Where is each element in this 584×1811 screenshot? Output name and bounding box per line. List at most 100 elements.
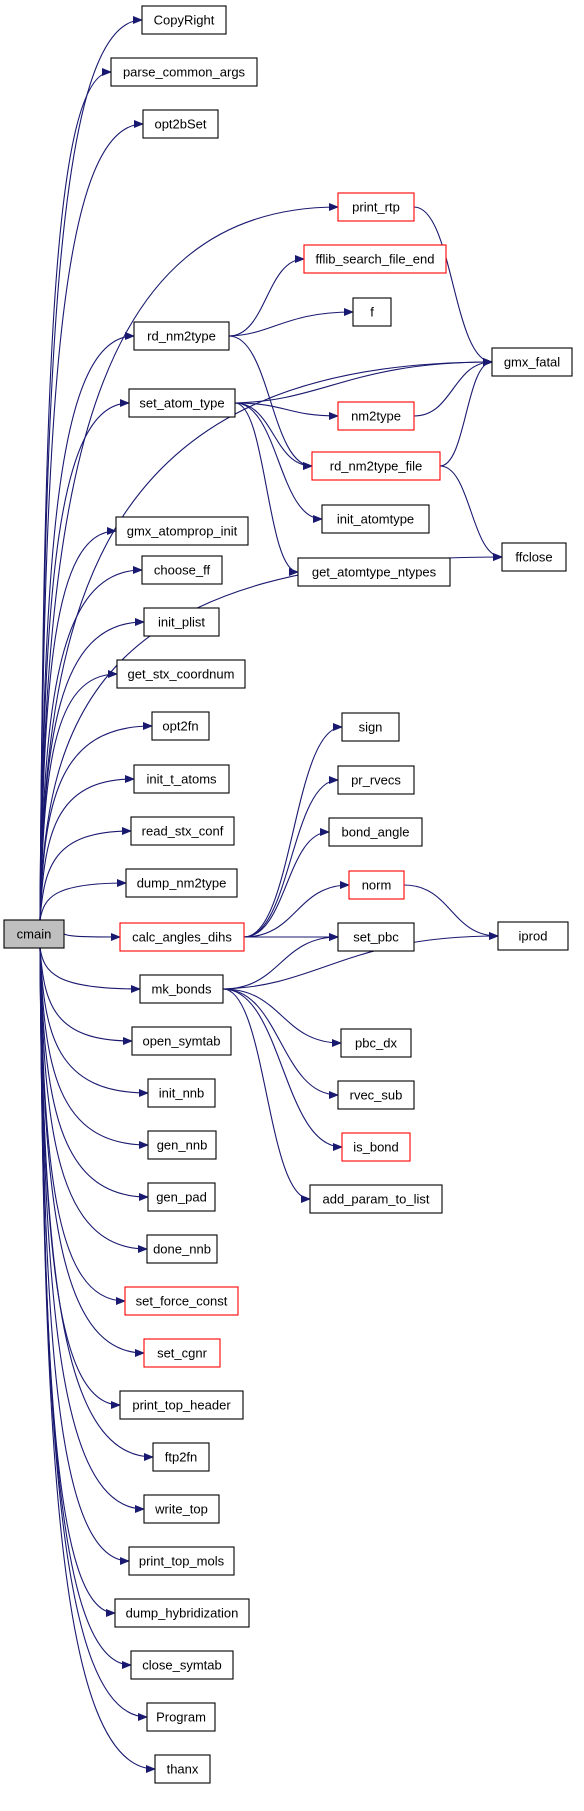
node-rvec-sub[interactable]: rvec_sub <box>337 1080 415 1110</box>
node-thanx[interactable]: thanx <box>154 1754 211 1784</box>
node-set-force-const[interactable]: set_force_const <box>124 1286 239 1316</box>
node-box-init-atomtype[interactable] <box>321 504 430 534</box>
node-pbc-dx[interactable]: pbc_dx <box>340 1028 412 1058</box>
node-box-bond-angle[interactable] <box>328 817 423 847</box>
node-gen-nnb[interactable]: gen_nnb <box>147 1130 217 1160</box>
node-nm2type[interactable]: nm2type <box>337 401 415 431</box>
node-box-mk-bonds[interactable] <box>139 974 224 1004</box>
node-pr-rvecs[interactable]: pr_rvecs <box>337 765 415 795</box>
node-mk-bonds[interactable]: mk_bonds <box>139 974 224 1004</box>
node-is-bond[interactable]: is_bond <box>341 1132 411 1162</box>
node-add-param-to-list[interactable]: add_param_to_list <box>309 1184 443 1214</box>
node-box-dump-hybridization[interactable] <box>114 1598 250 1628</box>
node-rd-nm2type-file[interactable]: rd_nm2type_file <box>311 451 441 481</box>
node-f[interactable]: f <box>352 297 392 327</box>
node-box-gmx-atomprop-init[interactable] <box>115 516 249 546</box>
node-box-init-plist[interactable] <box>143 607 220 637</box>
node-box-print-top-header[interactable] <box>119 1390 244 1420</box>
node-box-program[interactable] <box>146 1702 216 1732</box>
node-init-plist[interactable]: init_plist <box>143 607 220 637</box>
node-box-norm[interactable] <box>348 870 405 900</box>
node-box-open-symtab[interactable] <box>131 1026 232 1056</box>
node-box-dump-nm2type[interactable] <box>125 868 238 898</box>
node-box-ffclose[interactable] <box>501 542 567 572</box>
node-box-get-atomtype-ntypes[interactable] <box>297 557 451 587</box>
node-opt2bset[interactable]: opt2bSet <box>142 109 219 139</box>
node-bond-angle[interactable]: bond_angle <box>328 817 423 847</box>
node-box-set-force-const[interactable] <box>124 1286 239 1316</box>
node-box-is-bond[interactable] <box>341 1132 411 1162</box>
node-init-atomtype[interactable]: init_atomtype <box>321 504 430 534</box>
node-get-stx-coordnum[interactable]: get_stx_coordnum <box>116 659 246 689</box>
node-write-top[interactable]: write_top <box>143 1494 220 1524</box>
node-done-nnb[interactable]: done_nnb <box>146 1234 218 1264</box>
node-box-add-param-to-list[interactable] <box>309 1184 443 1214</box>
node-box-parse-common-args[interactable] <box>110 57 258 87</box>
node-read-stx-conf[interactable]: read_stx_conf <box>130 816 235 846</box>
node-box-close-symtab[interactable] <box>130 1650 234 1680</box>
node-calc-angles-dihs[interactable]: calc_angles_dihs <box>119 922 245 952</box>
node-box-gen-pad[interactable] <box>147 1182 216 1212</box>
node-close-symtab[interactable]: close_symtab <box>130 1650 234 1680</box>
node-get-atomtype-ntypes[interactable]: get_atomtype_ntypes <box>297 557 451 587</box>
node-box-rd-nm2type[interactable] <box>133 321 230 351</box>
node-print-top-mols[interactable]: print_top_mols <box>128 1546 235 1576</box>
node-box-print-top-mols[interactable] <box>128 1546 235 1576</box>
node-gmx-atomprop-init[interactable]: gmx_atomprop_init <box>115 516 249 546</box>
node-box-write-top[interactable] <box>143 1494 220 1524</box>
node-box-copyright[interactable] <box>141 5 227 35</box>
node-box-opt2bset[interactable] <box>142 109 219 139</box>
node-box-pr-rvecs[interactable] <box>337 765 415 795</box>
node-box-fflib-search-file-end[interactable] <box>303 244 447 274</box>
node-box-f[interactable] <box>352 297 392 327</box>
node-print-top-header[interactable]: print_top_header <box>119 1390 244 1420</box>
node-iprod[interactable]: iprod <box>497 921 569 951</box>
node-box-sign[interactable] <box>341 712 400 742</box>
node-fflib-search-file-end[interactable]: fflib_search_file_end <box>303 244 447 274</box>
node-opt2fn[interactable]: opt2fn <box>151 711 210 741</box>
node-box-read-stx-conf[interactable] <box>130 816 235 846</box>
node-print-rtp[interactable]: print_rtp <box>337 192 415 222</box>
node-sign[interactable]: sign <box>341 712 400 742</box>
node-parse-common-args[interactable]: parse_common_args <box>110 57 258 87</box>
node-open-symtab[interactable]: open_symtab <box>131 1026 232 1056</box>
node-box-rvec-sub[interactable] <box>337 1080 415 1110</box>
node-box-gmx-fatal[interactable] <box>491 347 573 377</box>
node-box-gen-nnb[interactable] <box>147 1130 217 1160</box>
node-box-set-pbc[interactable] <box>337 922 415 952</box>
node-copyright[interactable]: CopyRight <box>141 5 227 35</box>
node-cmain[interactable]: cmain <box>3 919 65 949</box>
node-norm[interactable]: norm <box>348 870 405 900</box>
node-box-choose-ff[interactable] <box>141 555 223 585</box>
node-box-nm2type[interactable] <box>337 401 415 431</box>
node-program[interactable]: Program <box>146 1702 216 1732</box>
node-box-iprod[interactable] <box>497 921 569 951</box>
node-ftp2fn[interactable]: ftp2fn <box>152 1442 210 1472</box>
node-set-atom-type[interactable]: set_atom_type <box>128 388 236 418</box>
node-set-cgnr[interactable]: set_cgnr <box>143 1338 221 1368</box>
node-box-opt2fn[interactable] <box>151 711 210 741</box>
node-dump-nm2type[interactable]: dump_nm2type <box>125 868 238 898</box>
node-box-calc-angles-dihs[interactable] <box>119 922 245 952</box>
node-box-rd-nm2type-file[interactable] <box>311 451 441 481</box>
node-box-pbc-dx[interactable] <box>340 1028 412 1058</box>
node-box-thanx[interactable] <box>154 1754 211 1784</box>
node-init-t-atoms[interactable]: init_t_atoms <box>133 764 230 794</box>
node-set-pbc[interactable]: set_pbc <box>337 922 415 952</box>
node-box-ftp2fn[interactable] <box>152 1442 210 1472</box>
node-gen-pad[interactable]: gen_pad <box>147 1182 216 1212</box>
node-rd-nm2type[interactable]: rd_nm2type <box>133 321 230 351</box>
node-ffclose[interactable]: ffclose <box>501 542 567 572</box>
node-box-done-nnb[interactable] <box>146 1234 218 1264</box>
node-box-set-atom-type[interactable] <box>128 388 236 418</box>
node-box-init-t-atoms[interactable] <box>133 764 230 794</box>
node-init-nnb[interactable]: init_nnb <box>147 1078 216 1108</box>
node-box-init-nnb[interactable] <box>147 1078 216 1108</box>
node-gmx-fatal[interactable]: gmx_fatal <box>491 347 573 377</box>
node-choose-ff[interactable]: choose_ff <box>141 555 223 585</box>
node-box-print-rtp[interactable] <box>337 192 415 222</box>
node-box-get-stx-coordnum[interactable] <box>116 659 246 689</box>
node-box-set-cgnr[interactable] <box>143 1338 221 1368</box>
node-box-cmain[interactable] <box>3 919 65 949</box>
node-dump-hybridization[interactable]: dump_hybridization <box>114 1598 250 1628</box>
